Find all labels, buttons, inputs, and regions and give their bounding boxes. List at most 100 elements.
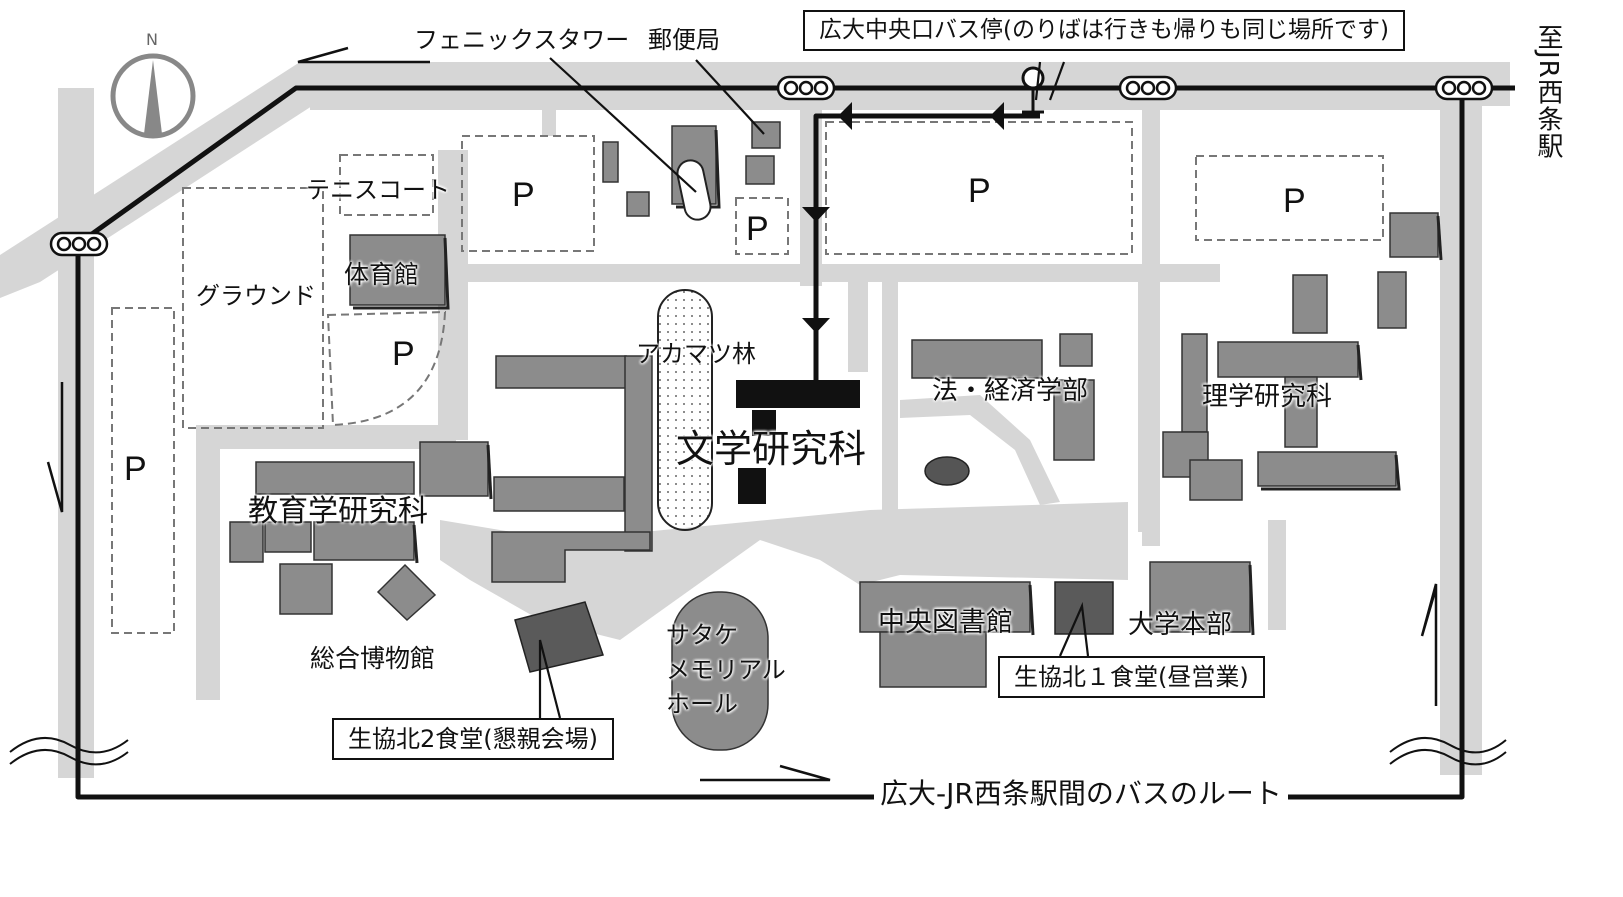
- road-sci-vertical: [1138, 282, 1154, 532]
- road-mid-vertical: [848, 282, 868, 372]
- label-museum: 総合博物館: [310, 644, 436, 673]
- building: [1053, 379, 1095, 461]
- callout-north1-cafeteria: 生協北１食堂(昼営業): [998, 656, 1265, 699]
- arrow-right-up: [1420, 583, 1438, 706]
- building: [624, 355, 653, 552]
- building-science: [1217, 341, 1359, 378]
- courtyard-pond: [924, 456, 970, 486]
- tennis-court-area: [339, 154, 434, 216]
- building: [1389, 212, 1439, 258]
- building: [279, 563, 333, 615]
- building-museum: [376, 563, 437, 622]
- building: [1292, 274, 1328, 334]
- label-library: 中央図書館: [878, 607, 1013, 638]
- building-library-annex: [879, 631, 987, 688]
- parking-area-north-2: [825, 121, 1133, 255]
- building-letters-annex: [752, 410, 776, 436]
- label-tennis-court: テニスコート: [306, 176, 450, 204]
- parking-symbol: P: [968, 172, 991, 210]
- highlight-buildings: [514, 380, 1114, 673]
- arrow-left-down: [46, 382, 64, 513]
- building-headquarters: [1149, 561, 1251, 633]
- arrow-top-left: [297, 46, 430, 64]
- label-satake-line2: メモリアル: [666, 656, 786, 684]
- building: [1284, 376, 1318, 448]
- parking-symbol: P: [512, 176, 535, 214]
- traffic-signals: [49, 75, 1494, 257]
- parking-area-small: [735, 197, 789, 255]
- road-north-small: [542, 106, 556, 136]
- label-station-direction: 至JR西条駅: [1533, 24, 1563, 160]
- building: [1377, 271, 1407, 329]
- building: [1257, 451, 1397, 487]
- map-break-lines: [9, 736, 1507, 766]
- building: [493, 476, 625, 512]
- building: [1189, 459, 1243, 501]
- parking-symbol: P: [124, 450, 147, 488]
- traffic-signal-icon: [1118, 75, 1178, 101]
- label-law-econ: 法・経済学部: [932, 376, 1089, 406]
- dashed-areas: [111, 121, 1384, 634]
- direction-arrows: [46, 46, 1438, 782]
- buildings: [229, 121, 1439, 751]
- traffic-signal-icon: [49, 231, 109, 257]
- parking-area-northeast: [1195, 155, 1384, 241]
- label-headquarters: 大学本部: [1128, 610, 1233, 640]
- leader-lines: [538, 57, 1090, 719]
- road-center-vertical-2: [800, 106, 822, 286]
- building: [602, 141, 619, 183]
- building-letters-annex: [738, 468, 766, 504]
- road-mid-vertical-2: [882, 282, 898, 542]
- callout-bus-stop: 広大中央口バス停(のりばは行きも帰りも同じ場所です): [803, 10, 1405, 52]
- ground-area: [182, 187, 324, 429]
- akamatsu-forest: [657, 289, 713, 531]
- compass-north-label: N: [146, 30, 158, 49]
- label-akamatsu-forest: アカマツ林: [636, 340, 756, 368]
- road-west-lower: [196, 430, 220, 700]
- label-letters: 文学研究科: [676, 427, 867, 471]
- building-satake-hall: [671, 591, 769, 751]
- label-post-office: 郵便局: [648, 26, 720, 54]
- building: [264, 521, 312, 553]
- parking-symbol: P: [1283, 182, 1306, 220]
- label-education: 教育学研究科: [248, 494, 428, 529]
- building: [419, 441, 489, 497]
- building-letters: [736, 380, 860, 408]
- parking-area-west: [111, 307, 175, 634]
- compass-icon: [110, 53, 196, 139]
- building: [745, 155, 775, 185]
- road-north-inner: [310, 90, 1450, 110]
- building: [1181, 333, 1208, 433]
- parking-symbol: P: [746, 210, 769, 248]
- label-satake-line1: サタケ: [666, 621, 738, 649]
- parking-area-quarter: [326, 310, 447, 427]
- building: [495, 355, 627, 389]
- traffic-signal-icon: [1434, 75, 1494, 101]
- parking-area-north-1: [461, 135, 595, 252]
- building: [313, 521, 415, 561]
- law-econ-courtyard-path: [900, 395, 1060, 505]
- building: [626, 191, 650, 217]
- building-north2-cafeteria: [514, 601, 604, 673]
- label-satake-line3: ホール: [666, 690, 738, 718]
- label-route-caption: 広大-JR西条駅間のバスのルート: [874, 780, 1288, 808]
- building: [1059, 333, 1093, 367]
- road-west-cross: [196, 425, 456, 449]
- traffic-signal-icon: [776, 75, 836, 101]
- route-line-inner: [813, 113, 1040, 380]
- road-east-spur: [1268, 520, 1286, 630]
- building: [491, 531, 651, 583]
- building-education: [255, 461, 415, 495]
- arrow-bottom: [700, 764, 831, 782]
- label-science: 理学研究科: [1202, 382, 1333, 412]
- label-phoenix-tower: フェニックスタワー: [414, 26, 630, 54]
- parking-symbol: P: [392, 335, 415, 373]
- building-law-econ: [911, 339, 1043, 379]
- callout-north2-cafeteria: 生協北2食堂(懇親会場): [332, 718, 614, 761]
- building: [229, 521, 264, 563]
- label-gymnasium: 体育館: [344, 260, 420, 289]
- building-library: [859, 581, 1031, 633]
- label-ground: グラウンド: [196, 282, 316, 310]
- route-arrow-icon: [802, 102, 1004, 333]
